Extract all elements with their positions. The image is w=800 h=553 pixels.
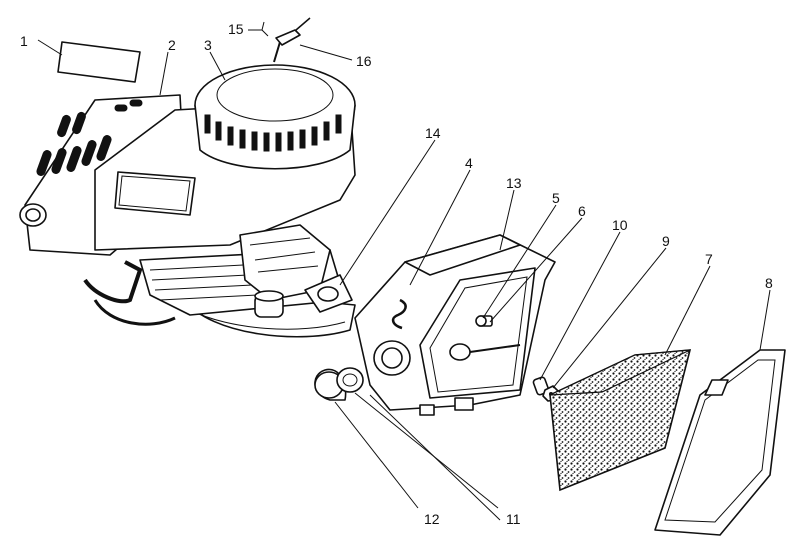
callout-13: 13 <box>506 175 522 191</box>
callout-3: 3 <box>204 37 212 53</box>
callout-4: 4 <box>465 155 473 171</box>
callout-5: 5 <box>552 190 560 206</box>
callout-16: 16 <box>356 53 372 69</box>
callout-12: 12 <box>424 511 440 527</box>
callout-8: 8 <box>765 275 773 291</box>
screw <box>475 315 487 327</box>
air-cleaner-cover <box>654 349 786 536</box>
callout-6: 6 <box>578 203 586 219</box>
callout-9: 9 <box>662 233 670 249</box>
callout-14: 14 <box>425 125 441 141</box>
engine-assembly <box>19 17 356 338</box>
leader-lines <box>37 21 771 521</box>
callout-15: 15 <box>228 21 244 37</box>
callout-11: 11 <box>506 511 521 527</box>
foam-filter-element <box>549 349 692 492</box>
breather-element <box>336 367 364 393</box>
callout-labels: 1 2 3 4 5 6 7 8 9 10 11 12 13 14 15 16 <box>20 21 773 527</box>
callout-1: 1 <box>20 33 28 49</box>
air-cleaner-body <box>354 234 556 416</box>
decal <box>57 41 141 83</box>
callout-10: 10 <box>612 217 628 233</box>
callout-7: 7 <box>705 251 713 267</box>
callout-2: 2 <box>168 37 176 53</box>
